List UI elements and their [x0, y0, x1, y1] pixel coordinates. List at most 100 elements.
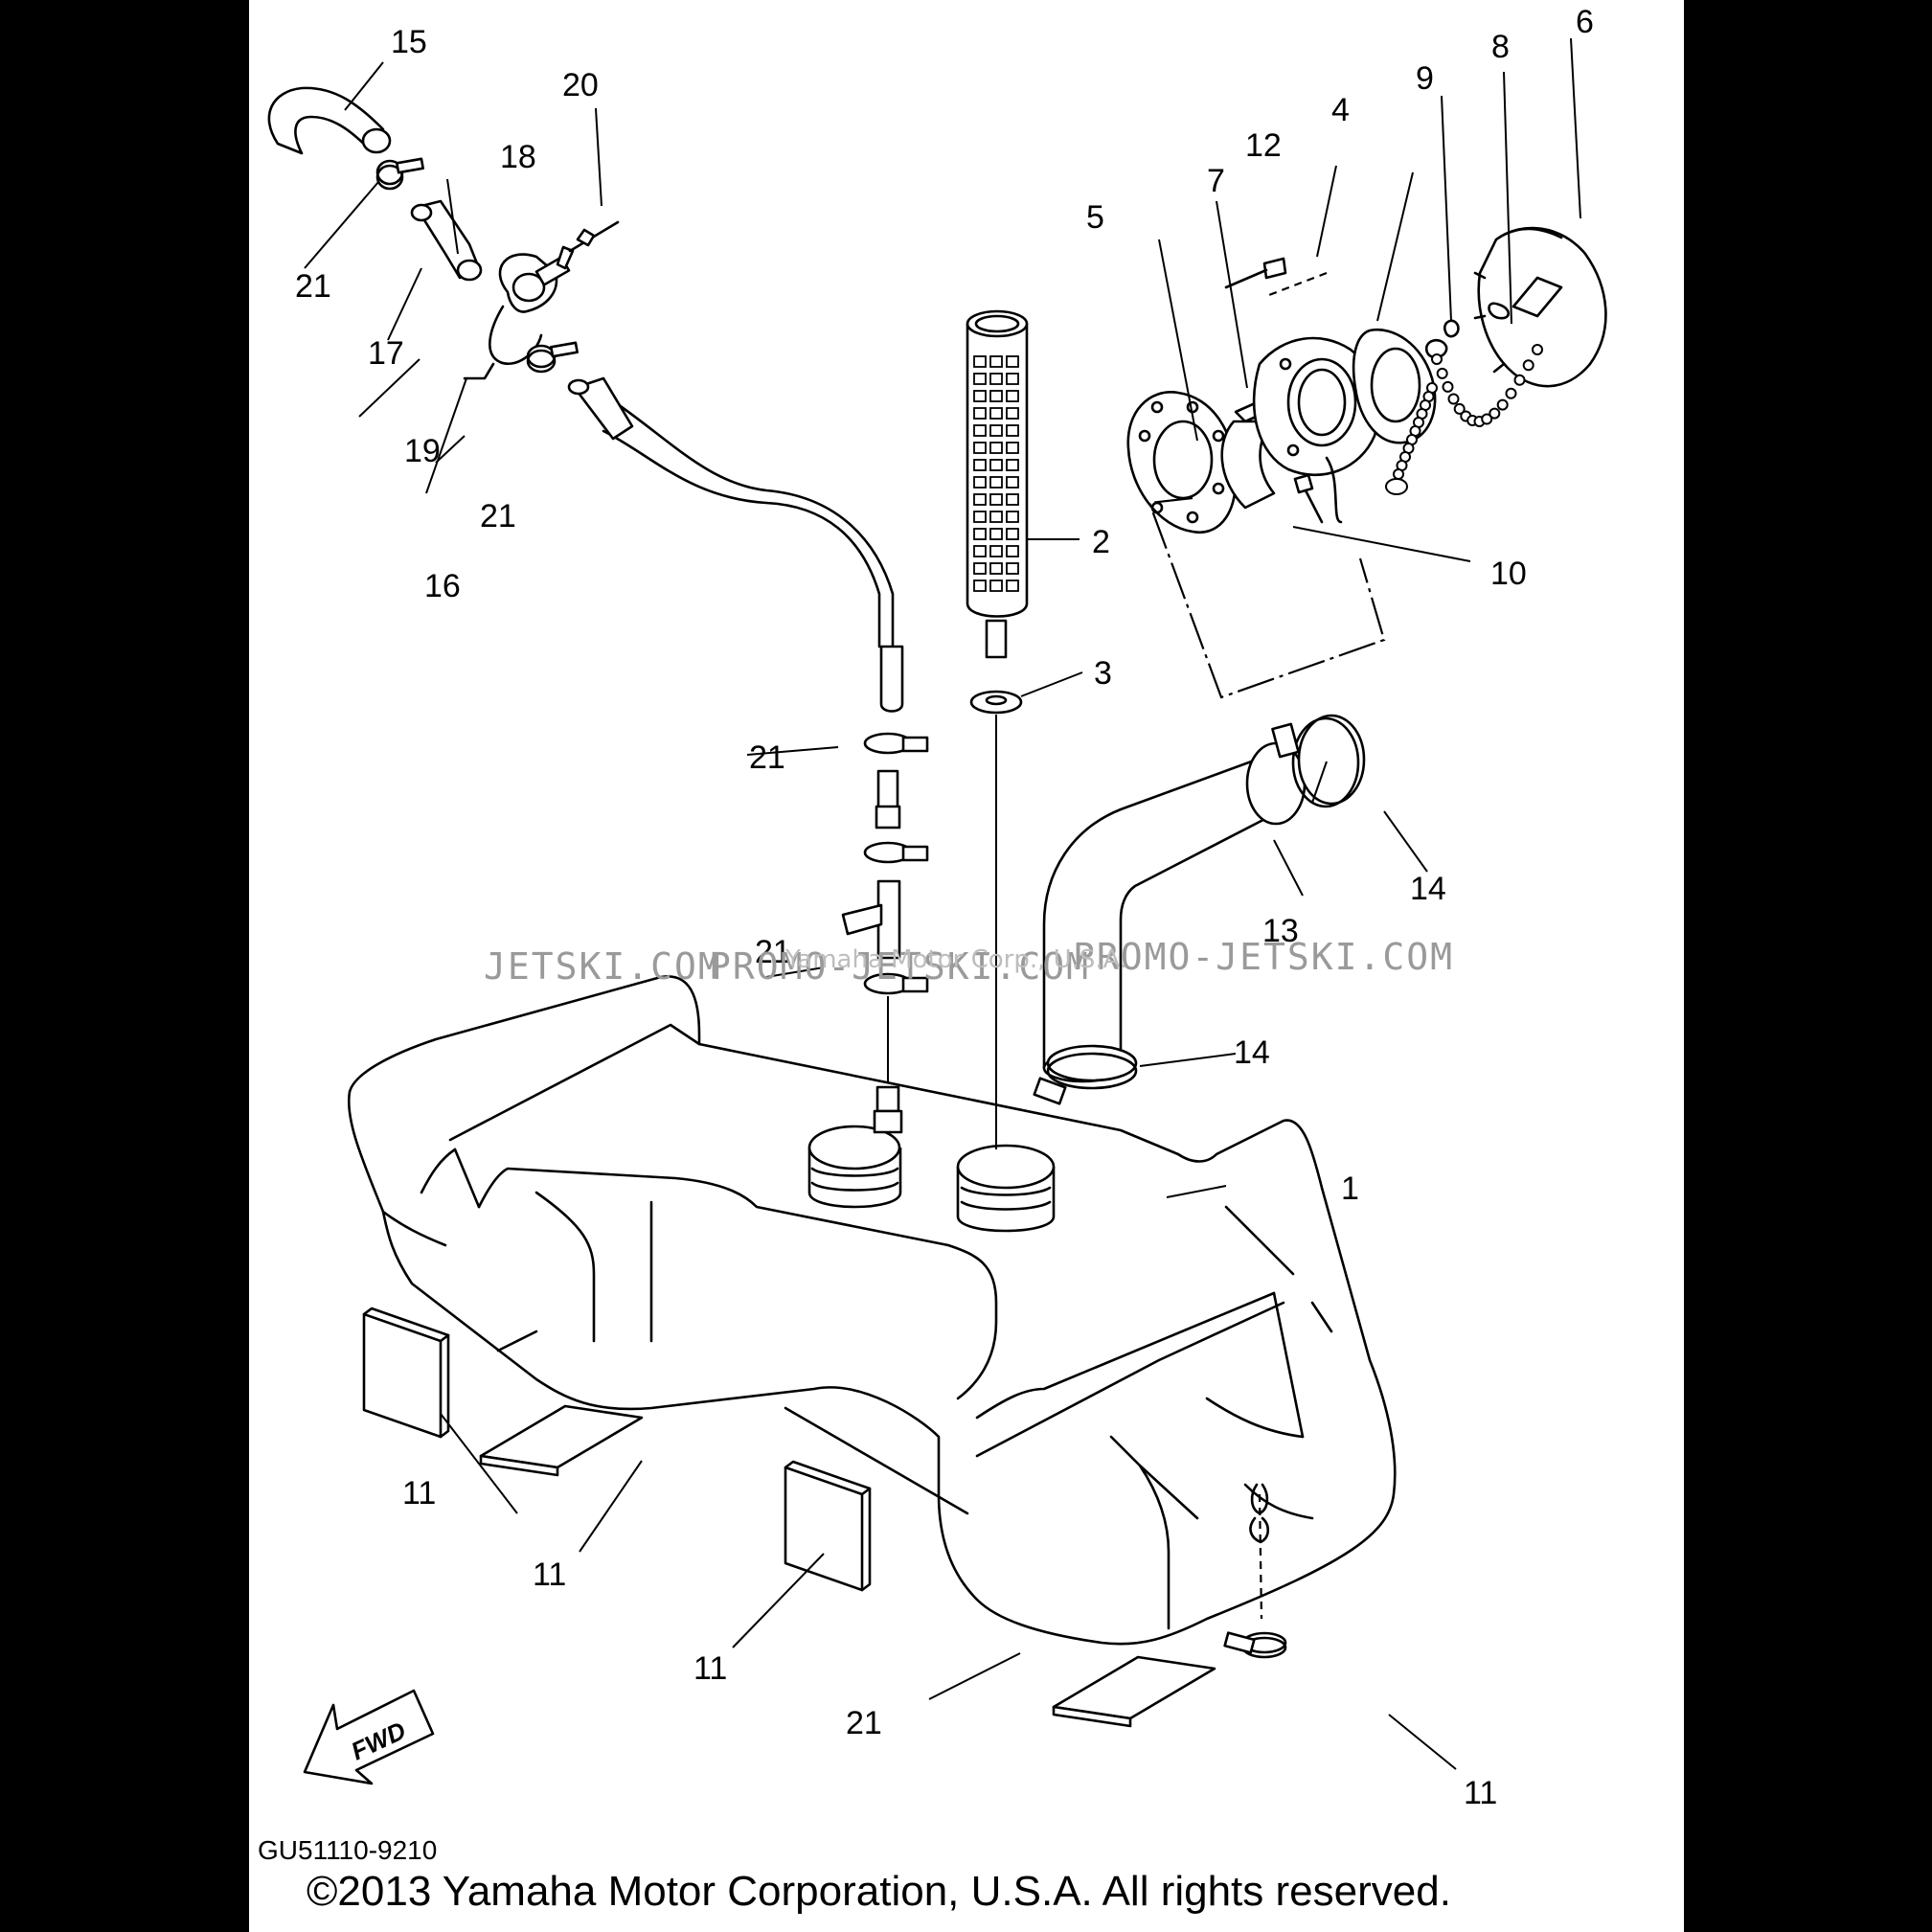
drain-clamp-part — [1223, 1483, 1287, 1659]
callout-11-d: 11 — [1464, 1775, 1497, 1811]
callout-6: 6 — [1576, 4, 1594, 40]
chain-bead — [1489, 407, 1501, 420]
callout-13: 13 — [1262, 913, 1299, 949]
chain-bead — [1431, 353, 1443, 365]
strainer-slot — [973, 493, 987, 506]
strainer-slot — [989, 511, 1003, 523]
strainer-slot — [973, 476, 987, 489]
callout-15: 15 — [391, 24, 427, 60]
callout-numbers: 1 2 3 4 5 6 7 8 9 10 11 11 11 11 12 13 1… — [295, 4, 1594, 1811]
callout-20: 20 — [562, 67, 599, 103]
callout-2: 2 — [1092, 524, 1110, 560]
vent-check-valve-assembly — [267, 86, 620, 380]
watermark-right: PROMO-JETSKI.COM — [1073, 936, 1454, 978]
strainer-slot — [973, 373, 987, 385]
chain-bead — [1393, 468, 1404, 480]
strainer-slot — [973, 390, 987, 402]
callout-3: 3 — [1094, 655, 1112, 692]
callout-9: 9 — [1416, 60, 1434, 97]
callout-1: 1 — [1341, 1171, 1359, 1207]
strainer-slot — [989, 355, 1003, 368]
strainer-slot — [973, 442, 987, 454]
strainer-slot — [989, 580, 1003, 592]
callout-10: 10 — [1490, 556, 1527, 592]
callout-21-e: 21 — [846, 1705, 882, 1741]
strainer-slot — [989, 528, 1003, 540]
strainer-slot — [989, 442, 1003, 454]
hose-clamp-part — [1033, 714, 1366, 1105]
strainer-slot — [1006, 442, 1019, 454]
strainer-slot — [973, 511, 987, 523]
callout-16: 16 — [424, 568, 461, 604]
strainer-slot — [973, 407, 987, 420]
watermark-left: JETSKI.COM — [484, 945, 722, 988]
strainer-slot — [989, 424, 1003, 437]
callout-21-c: 21 — [749, 739, 785, 776]
callout-21-a: 21 — [295, 268, 331, 305]
forward-arrow-icon: FWD — [303, 1689, 435, 1785]
tank-filler-neck — [807, 1125, 1056, 1233]
strainer-slot — [989, 373, 1003, 385]
copyright-notice: ©2013 Yamaha Motor Corporation, U.S.A. A… — [307, 1868, 1451, 1915]
callout-4: 4 — [1331, 92, 1350, 128]
parts-diagram-sheet: FWD 1 2 3 4 — [249, 0, 1684, 1932]
callout-14-b: 14 — [1234, 1034, 1270, 1071]
fitting-stack-part — [841, 732, 929, 1134]
watermark: JETSKI.COM PROMO-JETSKI.COM PROMO-JETSKI… — [484, 936, 1454, 988]
strainer-slot — [1006, 373, 1019, 385]
strainer-slot — [973, 424, 987, 437]
strainer-slot — [989, 545, 1003, 557]
chain-bead — [1481, 413, 1493, 425]
chain-bead — [1505, 387, 1517, 399]
callout-17: 17 — [368, 335, 404, 372]
strainer-slot — [973, 562, 987, 575]
chain-bead — [1532, 344, 1543, 355]
callout-21-b: 21 — [480, 498, 516, 534]
fuel-tank-part — [347, 975, 1397, 1646]
chain-bead — [1442, 380, 1454, 393]
strainer-slot — [1006, 476, 1019, 489]
strainer-slot — [1006, 459, 1019, 471]
strainer-slot — [1006, 528, 1019, 540]
strainer-slot — [1006, 424, 1019, 437]
callout-11-c: 11 — [693, 1650, 727, 1687]
strainer-slot — [989, 493, 1003, 506]
callout-12: 12 — [1245, 127, 1282, 164]
chain-bead — [1513, 374, 1526, 386]
strainer-slot — [1006, 545, 1019, 557]
filler-cap-assembly — [1126, 226, 1607, 534]
strainer-slot — [973, 459, 987, 471]
chain-bead — [1436, 367, 1448, 379]
callout-8: 8 — [1491, 29, 1510, 65]
watermark-mid: PROMO-JETSKI.COM — [709, 945, 1090, 988]
strainer-slot — [989, 562, 1003, 575]
washer-part — [969, 690, 1023, 715]
vent-hose-part — [567, 376, 904, 713]
strainer-slot — [989, 390, 1003, 402]
strainer-slot — [1006, 511, 1019, 523]
sponge-pad-parts — [362, 1307, 1216, 1728]
callout-14-a: 14 — [1410, 871, 1446, 907]
strainer-slot — [1006, 407, 1019, 420]
strainer-slot — [973, 545, 987, 557]
strainer-slot — [1006, 562, 1019, 575]
callout-19: 19 — [404, 433, 441, 469]
chain-bead — [1453, 402, 1466, 415]
strainer-slot — [1006, 390, 1019, 402]
strainer-slot — [1006, 355, 1019, 368]
callout-5: 5 — [1086, 199, 1104, 236]
callout-11-b: 11 — [533, 1557, 566, 1593]
callout-21-d: 21 — [755, 934, 791, 970]
exploded-parts-diagram: FWD 1 2 3 4 — [267, 4, 1607, 1811]
strainer-slot — [989, 407, 1003, 420]
callout-7: 7 — [1207, 163, 1225, 199]
callout-11-a: 11 — [402, 1475, 436, 1512]
leader-lines — [304, 37, 1581, 1770]
strainer-slot — [1006, 580, 1019, 592]
strainer-slot — [973, 580, 987, 592]
strainer-slot — [989, 459, 1003, 471]
chain-bead — [1522, 359, 1534, 372]
strainer-slot — [1006, 493, 1019, 506]
watermark-overlay: Yamaha Motor Corp., U.S.A. — [784, 945, 1127, 974]
strainer-slot — [973, 355, 987, 368]
